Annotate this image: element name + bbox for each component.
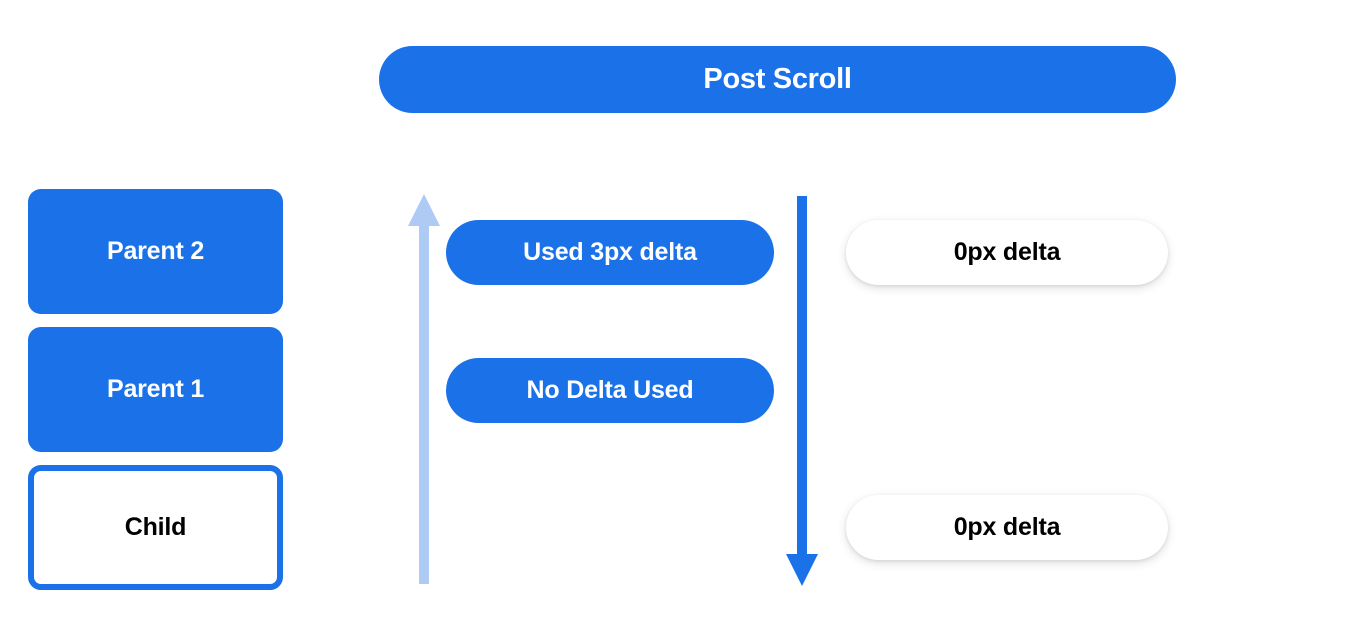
pill-zero-delta-bottom[interactable]: 0px delta (846, 495, 1168, 560)
pill-used-3px-delta-label: Used 3px delta (523, 238, 697, 266)
pill-used-3px-delta[interactable]: Used 3px delta (446, 220, 774, 285)
pill-zero-delta-top[interactable]: 0px delta (846, 220, 1168, 285)
pill-no-delta-used[interactable]: No Delta Used (446, 358, 774, 423)
node-parent-1[interactable]: Parent 1 (28, 327, 283, 452)
node-parent-2-label: Parent 2 (106, 237, 205, 265)
node-parent-1-label: Parent 1 (106, 375, 205, 403)
node-parent-2[interactable]: Parent 2 (28, 189, 283, 314)
scroll-up-arrow (408, 194, 440, 584)
pill-no-delta-used-label: No Delta Used (526, 376, 694, 404)
node-child[interactable]: Child (28, 465, 283, 590)
node-child-label: Child (124, 513, 187, 541)
pill-zero-delta-top-label: 0px delta (953, 238, 1061, 266)
scroll-down-arrow (786, 196, 818, 586)
pill-zero-delta-bottom-label: 0px delta (953, 513, 1061, 541)
post-scroll-header: Post Scroll (379, 46, 1176, 113)
post-scroll-header-label: Post Scroll (703, 63, 852, 95)
